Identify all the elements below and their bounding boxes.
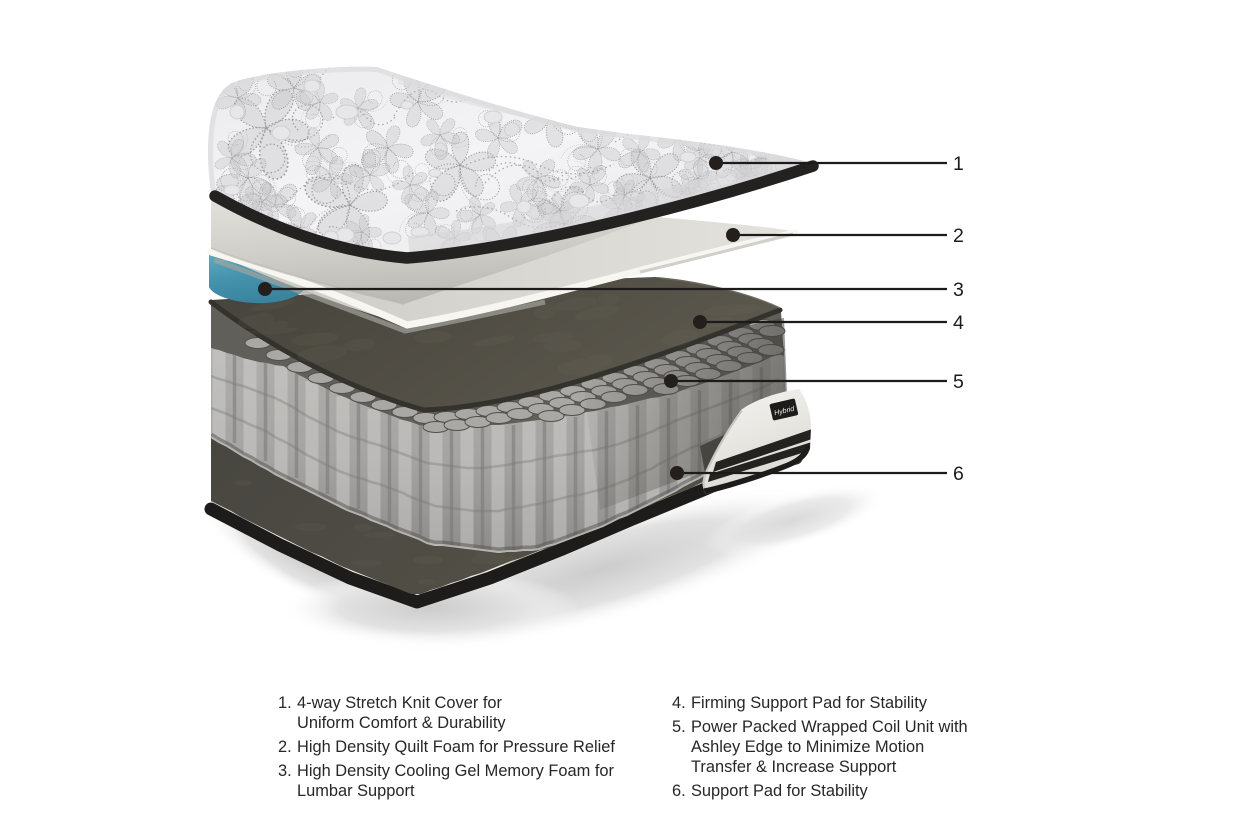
svg-text:6: 6: [953, 463, 964, 485]
svg-text:1: 1: [953, 153, 964, 175]
svg-text:3: 3: [953, 279, 964, 301]
svg-text:5: 5: [953, 371, 964, 393]
svg-text:4: 4: [953, 312, 964, 334]
svg-text:Hybrid: Hybrid: [774, 406, 796, 418]
svg-text:2: 2: [953, 225, 964, 247]
